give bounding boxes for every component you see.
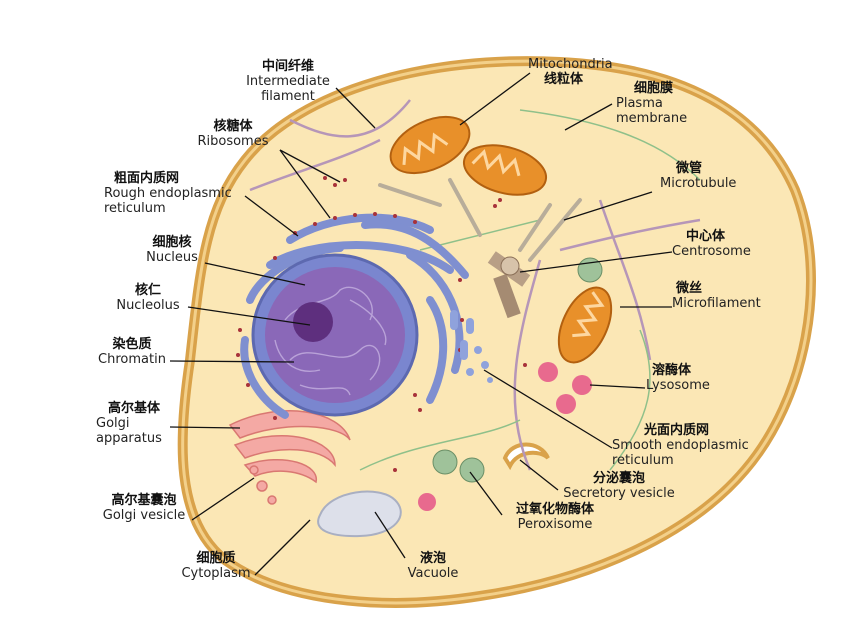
label-en: Chromatin (98, 351, 166, 367)
label-zh: 微管 (676, 161, 703, 176)
smooth-er (450, 310, 493, 383)
label-vacuole: 液泡 Vacuole (398, 551, 468, 582)
label-en: Microfilament (672, 295, 761, 311)
label-zh: 高尔基囊泡 (111, 493, 177, 508)
label-zh: 中间纤维 (261, 59, 314, 74)
golgi-apparatus (228, 410, 351, 505)
label-en: Secretory vesicle (563, 485, 675, 501)
label-en: Mitochondria (528, 57, 613, 72)
label-en: Peroxisome (517, 516, 593, 532)
label-cytoplasm: 细胞质 Cytoplasm (176, 551, 256, 582)
label-en: Lysosome (646, 377, 710, 393)
label-zh: 光面内质网 (644, 423, 710, 438)
leader-lines (169, 72, 673, 576)
centrosome (487, 251, 531, 319)
label-chromatin: 染色质 Chromatin (92, 337, 172, 368)
label-ribosomes: 核糖体 Ribosomes (188, 119, 278, 150)
label-zh: 细胞膜 (634, 81, 674, 96)
label-zh: 粗面内质网 (114, 171, 180, 186)
mitochondrion (557, 286, 613, 364)
label-zh: 中心体 (686, 229, 726, 244)
nucleus (265, 267, 405, 403)
label-zh: 细胞核 (152, 235, 192, 250)
plasma-membrane-inner (181, 59, 813, 605)
label-en: Intermediate filament (246, 73, 330, 104)
lysosome (556, 394, 576, 414)
label-mitochondria: Mitochondria 线粒体 (528, 57, 628, 88)
label-en: Nucleus (146, 249, 198, 265)
mitochondrion (462, 144, 548, 196)
mitochondrion (389, 115, 471, 175)
label-zh: 核仁 (134, 283, 161, 298)
secretory-vesicle (502, 442, 550, 471)
label-peroxisome: 过氧化物酶体 Peroxisome (500, 502, 610, 533)
label-en: Nucleolus (116, 297, 180, 313)
label-en: Centrosome (672, 243, 751, 259)
label-zh: 溶酶体 (652, 363, 692, 378)
label-en: Smooth endoplasmic reticulum (612, 437, 749, 468)
label-zh: 核糖体 (213, 119, 253, 134)
label-centrosome: 中心体 Centrosome (672, 229, 772, 260)
intermediate-filaments (249, 99, 701, 471)
label-nucleus: 细胞核 Nucleus (137, 235, 207, 266)
lysosome (418, 493, 436, 511)
label-plasma-membrane: 细胞膜 Plasma membrane (616, 81, 706, 127)
label-en: Rough endoplasmic reticulum (104, 185, 232, 216)
label-secretory-vesicle: 分泌囊泡 Secretory vesicle (556, 471, 682, 502)
label-en: Plasma membrane (616, 95, 688, 126)
ribosomes (236, 176, 527, 472)
label-zh: 微丝 (676, 281, 703, 296)
label-zh: 细胞质 (196, 551, 236, 566)
label-rough-er: 粗面内质网 Rough endoplasmic reticulum (104, 171, 264, 217)
label-lysosome: 溶酶体 Lysosome (646, 363, 736, 394)
label-zh: 分泌囊泡 (592, 471, 645, 486)
label-zh: 线粒体 (544, 71, 584, 87)
label-zh: 高尔基体 (108, 401, 161, 416)
label-zh: 液泡 (419, 551, 446, 566)
peroxisome (459, 457, 485, 483)
rough-er (240, 213, 469, 419)
label-en: Golgi vesicle (102, 507, 186, 523)
label-zh: 染色质 (112, 337, 152, 352)
lysosome (538, 362, 558, 382)
label-zh: 过氧化物酶体 (515, 502, 594, 517)
label-microfilament: 微丝 Microfilament (672, 281, 772, 312)
microtubules (378, 178, 582, 262)
peroxisome (432, 449, 458, 475)
label-en: Microtubule (660, 175, 737, 191)
label-en: Vacuole (407, 565, 459, 581)
vacuole (317, 490, 402, 538)
lysosome (572, 375, 592, 395)
label-microtubule: 微管 Microtubule (660, 161, 760, 192)
label-en: Ribosomes (197, 133, 269, 149)
label-golgi-vesicle: 高尔基囊泡 Golgi vesicle (96, 493, 192, 524)
label-golgi-apparatus: 高尔基体 Golgi apparatus (96, 401, 176, 447)
label-intermediate-filament: 中间纤维 Intermediate filament (240, 59, 336, 105)
label-nucleolus: 核仁 Nucleolus (108, 283, 188, 314)
label-smooth-er: 光面内质网 Smooth endoplasmic reticulum (612, 423, 772, 469)
nucleolus (293, 302, 333, 342)
label-en: Golgi apparatus (96, 415, 162, 446)
label-en: Cytoplasm (181, 565, 251, 581)
